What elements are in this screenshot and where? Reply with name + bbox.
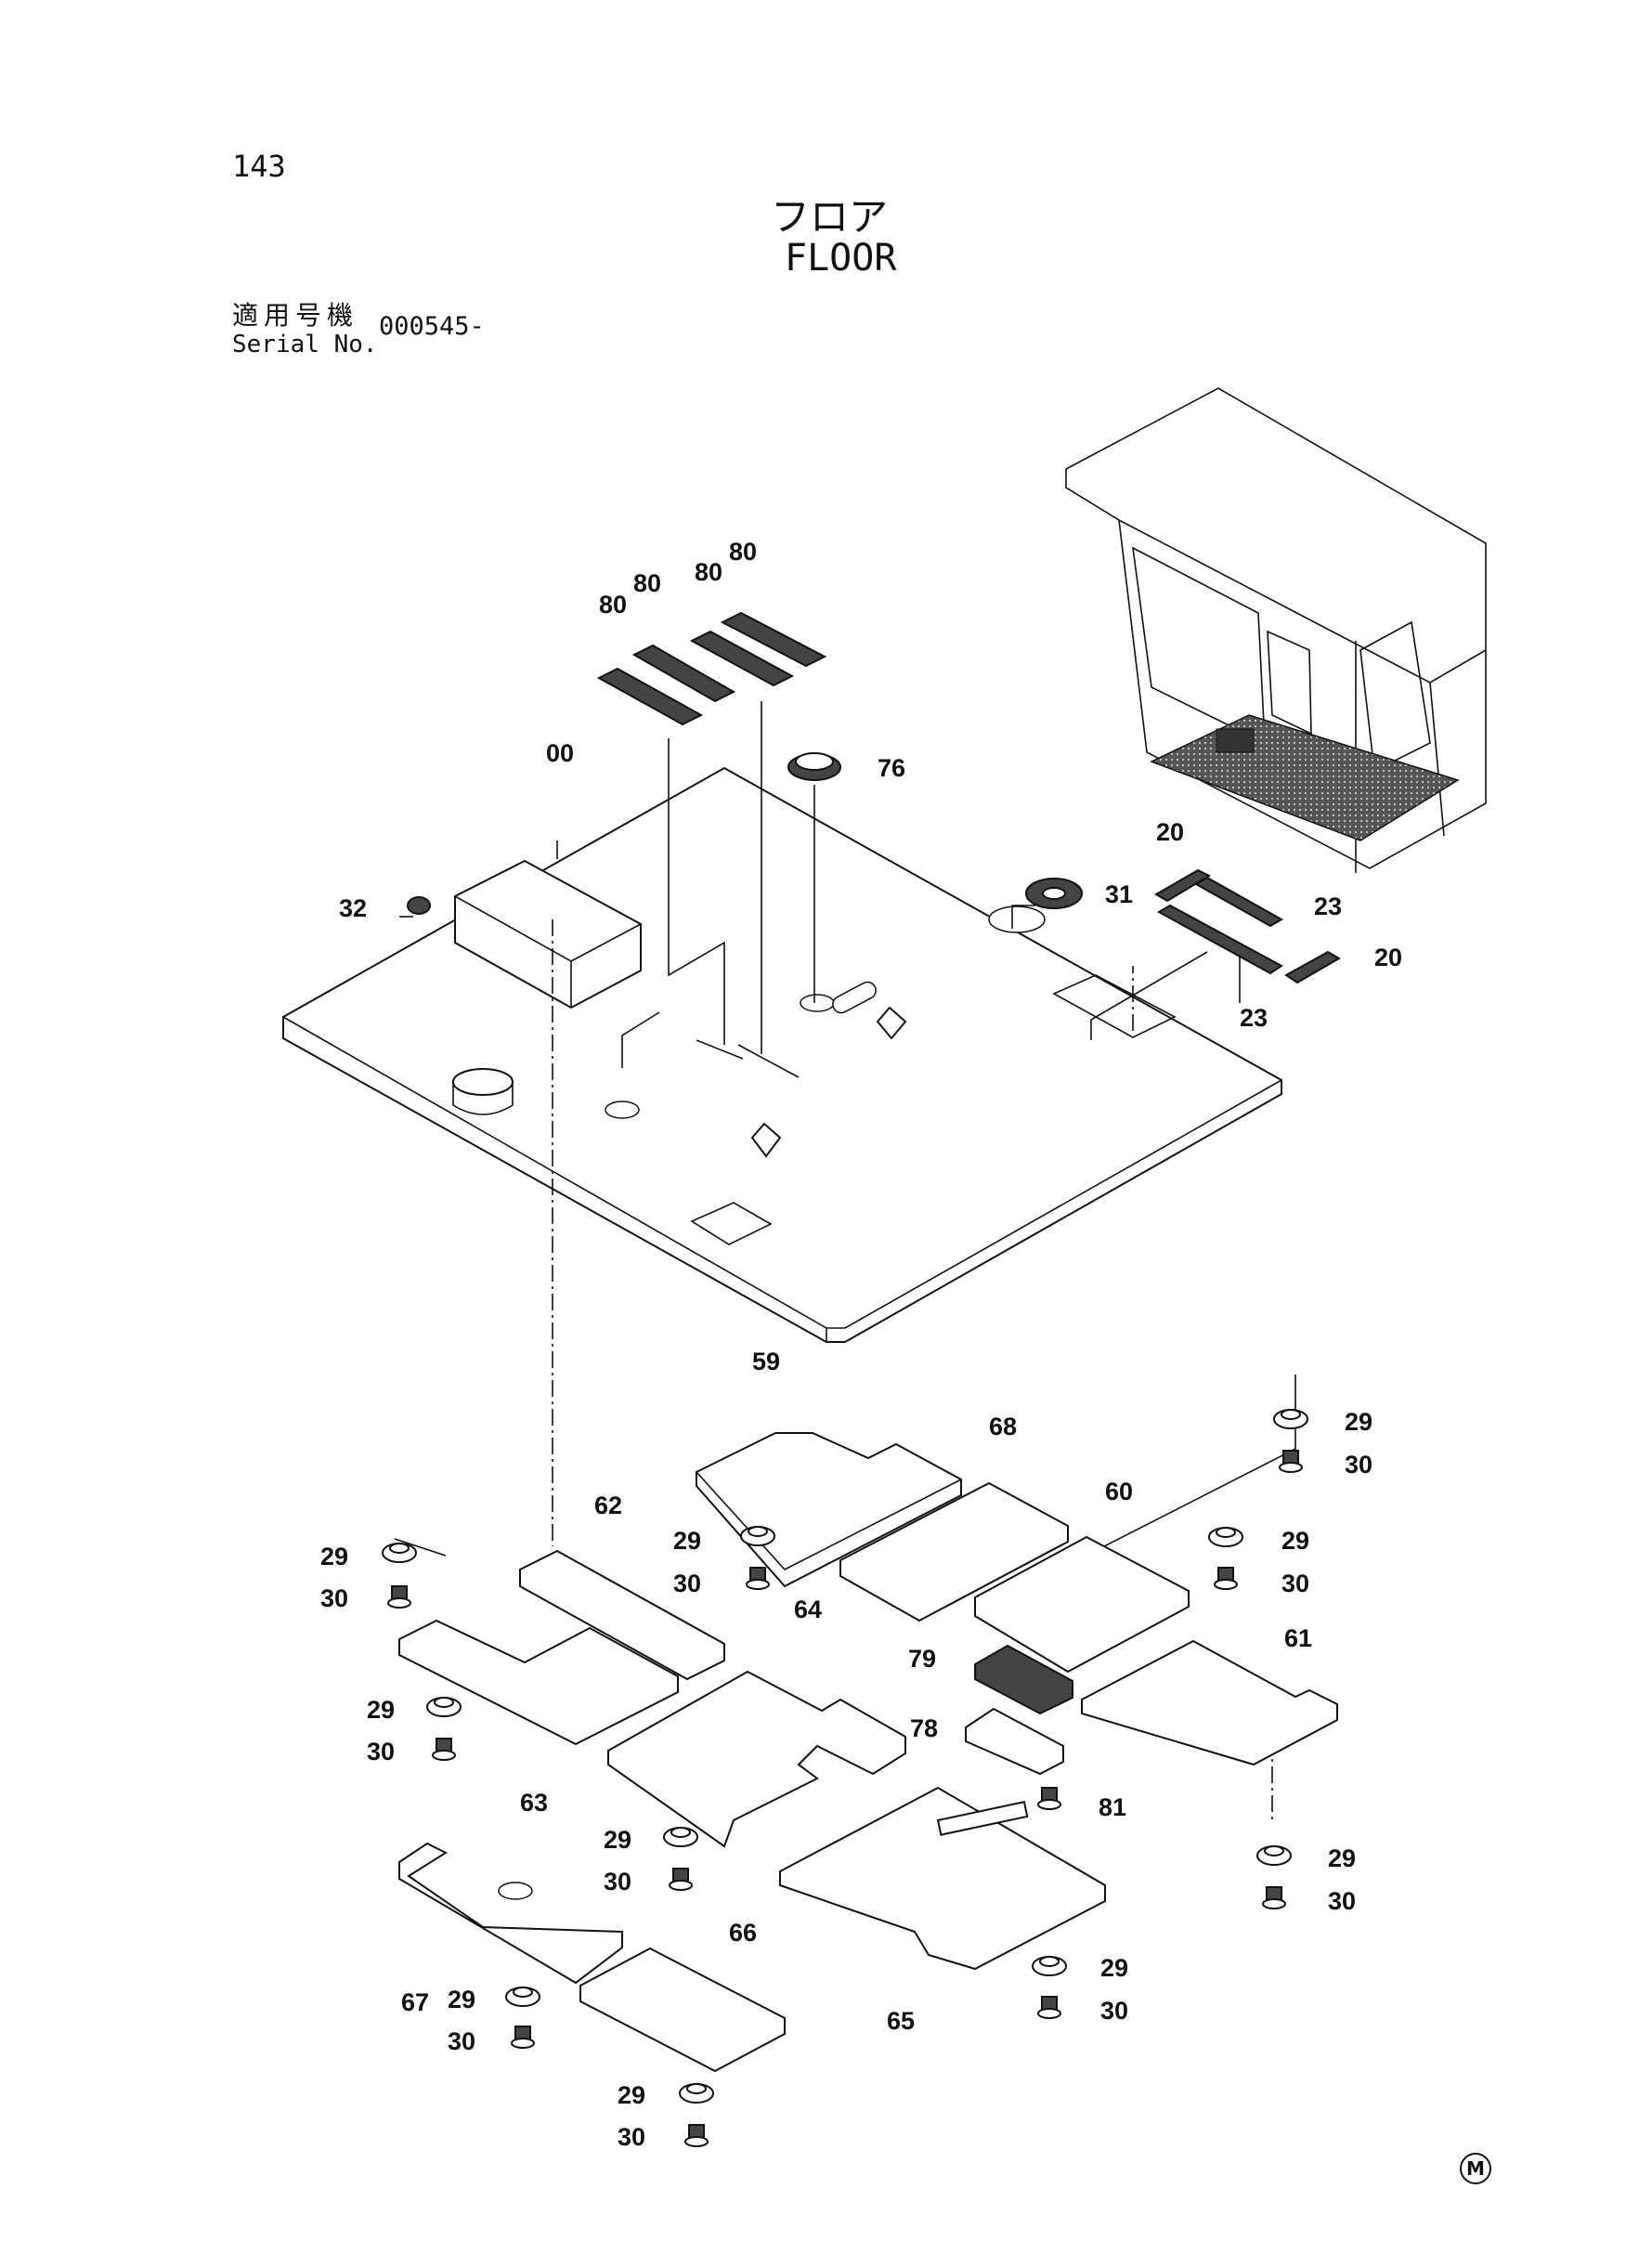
callout-29-e: 29: [367, 1696, 395, 1724]
bolt-30-d: [387, 1585, 411, 1609]
callout-29-f: 29: [604, 1826, 631, 1854]
leader-lines: [394, 701, 1296, 1820]
callout-81: 81: [1099, 1793, 1126, 1821]
bolt-30-a: [1279, 1450, 1303, 1473]
callout-30-a: 30: [1345, 1451, 1372, 1479]
callout-29-h: 29: [1100, 1954, 1128, 1982]
title-japanese: フロア: [771, 194, 889, 240]
callout-62: 62: [594, 1492, 622, 1519]
callout-30-d: 30: [320, 1584, 348, 1612]
callout-20-upper: 20: [1156, 818, 1184, 846]
callout-30-i: 30: [448, 2027, 475, 2055]
title-english: FLOOR: [785, 237, 897, 280]
callout-29-b: 29: [673, 1527, 701, 1555]
callout-79: 79: [908, 1645, 936, 1673]
floor-plate-00: [282, 766, 1282, 1343]
bolt-30-f: [669, 1868, 693, 1891]
nut-plate-29-c: [1208, 1527, 1243, 1547]
nut-plate-29-e: [426, 1697, 462, 1717]
serial-label-japanese: 適用号機: [232, 300, 359, 331]
callout-29-d: 29: [320, 1543, 348, 1570]
callout-61: 61: [1284, 1624, 1312, 1652]
wear-strips-80: [596, 611, 827, 726]
callout-80-a: 80: [599, 591, 627, 619]
callout-30-g: 30: [1328, 1887, 1356, 1915]
callout-29-j: 29: [618, 2081, 645, 2109]
callout-30-e: 30: [367, 1738, 395, 1765]
callout-60: 60: [1105, 1478, 1133, 1505]
lower-panels: [398, 1432, 1338, 2073]
callout-30-b: 30: [673, 1570, 701, 1597]
callout-67: 67: [401, 1988, 429, 2016]
nut-plate-29-f: [663, 1827, 698, 1847]
bolt-30-h: [1037, 1996, 1061, 2019]
cab-assembly: [1065, 387, 1487, 873]
callout-80-b: 80: [633, 569, 661, 597]
callout-30-c: 30: [1281, 1570, 1309, 1597]
bolt-30-e: [432, 1738, 456, 1761]
nut-plate-29-b: [740, 1526, 775, 1546]
bolt-81: [1037, 1787, 1061, 1810]
callout-63: 63: [520, 1789, 548, 1817]
small-parts-upper: [407, 611, 1341, 984]
callout-32: 32: [339, 894, 367, 922]
callout-20-lower: 20: [1374, 944, 1402, 971]
callout-30-h: 30: [1100, 1997, 1128, 2025]
callout-78: 78: [910, 1714, 938, 1742]
callout-29-i: 29: [448, 1986, 475, 2013]
nut-plate-29-h: [1032, 1956, 1067, 1976]
serial-number-value: 000545-: [379, 312, 485, 341]
callout-30-f: 30: [604, 1868, 631, 1896]
callout-80-c: 80: [695, 558, 722, 586]
callout-68: 68: [989, 1413, 1017, 1440]
callout-66: 66: [729, 1919, 757, 1947]
nut-plate-29-j: [679, 2083, 714, 2104]
callout-labels: 00 20 20 23 23 31 32 76 80 80 80 80 59 6…: [320, 538, 1402, 2151]
registered-mark: M: [1460, 2153, 1491, 2184]
bolt-30-j: [684, 2124, 709, 2147]
callout-76: 76: [878, 754, 905, 782]
nut-plate-29-a: [1273, 1409, 1308, 1429]
callout-65: 65: [887, 2007, 915, 2035]
callout-31: 31: [1105, 880, 1133, 908]
page-number: 143: [232, 149, 286, 184]
bolt-30-c: [1214, 1567, 1238, 1590]
nut-plate-29-i: [505, 1987, 540, 2007]
callout-29-a: 29: [1345, 1408, 1372, 1436]
callout-59: 59: [752, 1348, 780, 1375]
bolt-30-i: [511, 2026, 535, 2049]
callout-00: 00: [546, 739, 574, 767]
serial-label-english: Serial No.: [232, 331, 378, 358]
callout-30-j: 30: [618, 2123, 645, 2151]
bolt-30-g: [1262, 1886, 1286, 1909]
callout-23-lower: 23: [1240, 1004, 1268, 1032]
callout-23-upper: 23: [1314, 892, 1342, 920]
callout-29-c: 29: [1281, 1527, 1309, 1555]
fasteners: [382, 1409, 1308, 2147]
callout-80-d: 80: [729, 538, 757, 566]
nut-plate-29-d: [382, 1543, 417, 1563]
nut-plate-29-g: [1256, 1845, 1292, 1866]
callout-29-g: 29: [1328, 1844, 1356, 1872]
callout-64: 64: [794, 1596, 822, 1623]
bolt-30-b: [746, 1567, 770, 1590]
